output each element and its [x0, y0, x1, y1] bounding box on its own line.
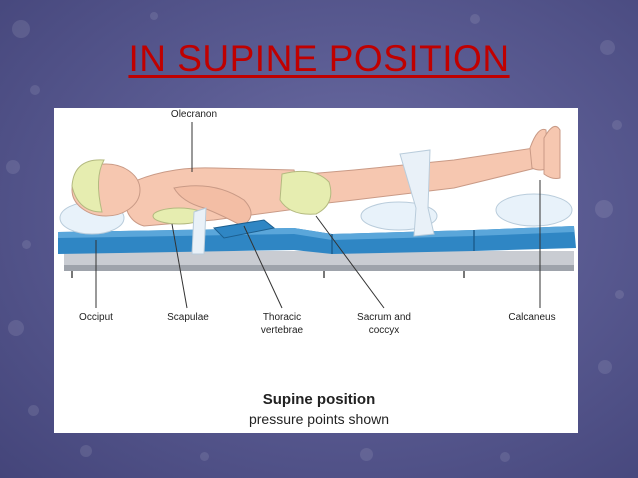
label-scapulae: Scapulae [167, 312, 209, 323]
supine-position-figure: Olecranon Occiput Scapulae Thoracic vert… [54, 108, 578, 433]
figure-caption-title: Supine position [262, 391, 376, 408]
label-olecranon: Olecranon [170, 109, 218, 120]
leader-lines [95, 122, 541, 309]
slide-title: IN SUPINE POSITION [128, 38, 510, 79]
label-calcaneus: Calcaneus [508, 312, 556, 323]
operating-table [58, 226, 576, 278]
ankle-pillow [495, 193, 573, 227]
supine-position-illustration [58, 122, 576, 309]
label-sacrum-line1: Sacrum and [357, 312, 411, 323]
label-thoracic-line1: Thoracic [262, 312, 302, 323]
label-thoracic-vertebrae: Thoracic vertebrae [246, 311, 318, 337]
figure-caption-subtitle: pressure points shown [248, 411, 390, 427]
label-occiput: Occiput [79, 312, 113, 323]
patient-body [71, 125, 561, 255]
label-sacrum-line2: coccyx [368, 325, 400, 336]
label-thoracic-line2: vertebrae [260, 325, 304, 336]
label-sacrum-coccyx: Sacrum and coccyx [344, 311, 424, 337]
